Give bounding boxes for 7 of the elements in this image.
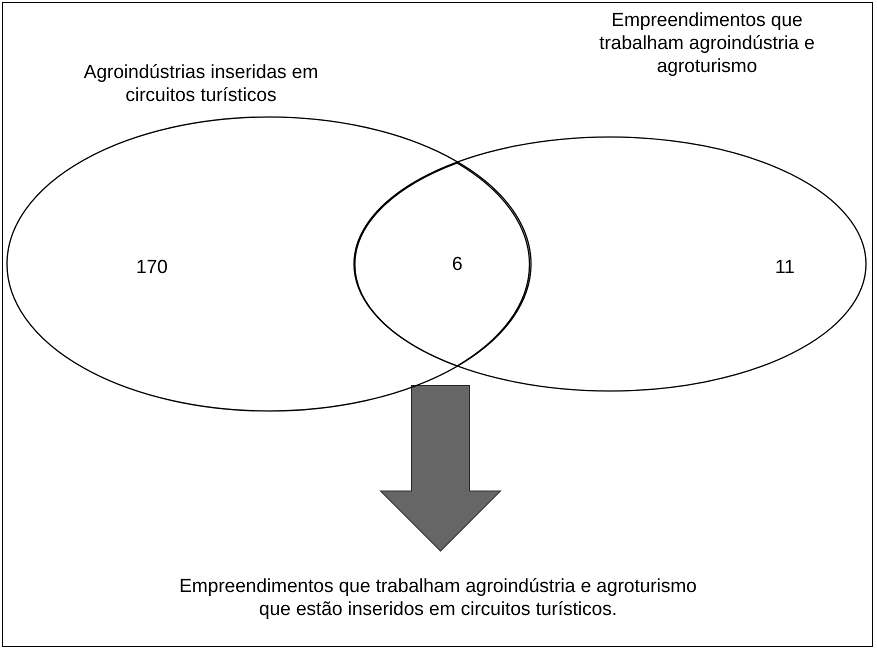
count-label: 6 — [452, 254, 463, 276]
result-text: Empreendimentos que trabalham agroindústria e agroturismo que estão inseridos em circuitos turísticos. — [173, 551, 703, 621]
block-arrow — [379, 385, 502, 552]
set-title: Agroindústrias inseridas em circuitos turísticos — [82, 61, 320, 107]
set-title: Empreendimentos que trabalham agroindústria e agroturismo — [598, 9, 816, 78]
count-label: 11 — [775, 257, 795, 279]
count-label: 170 — [136, 257, 168, 279]
